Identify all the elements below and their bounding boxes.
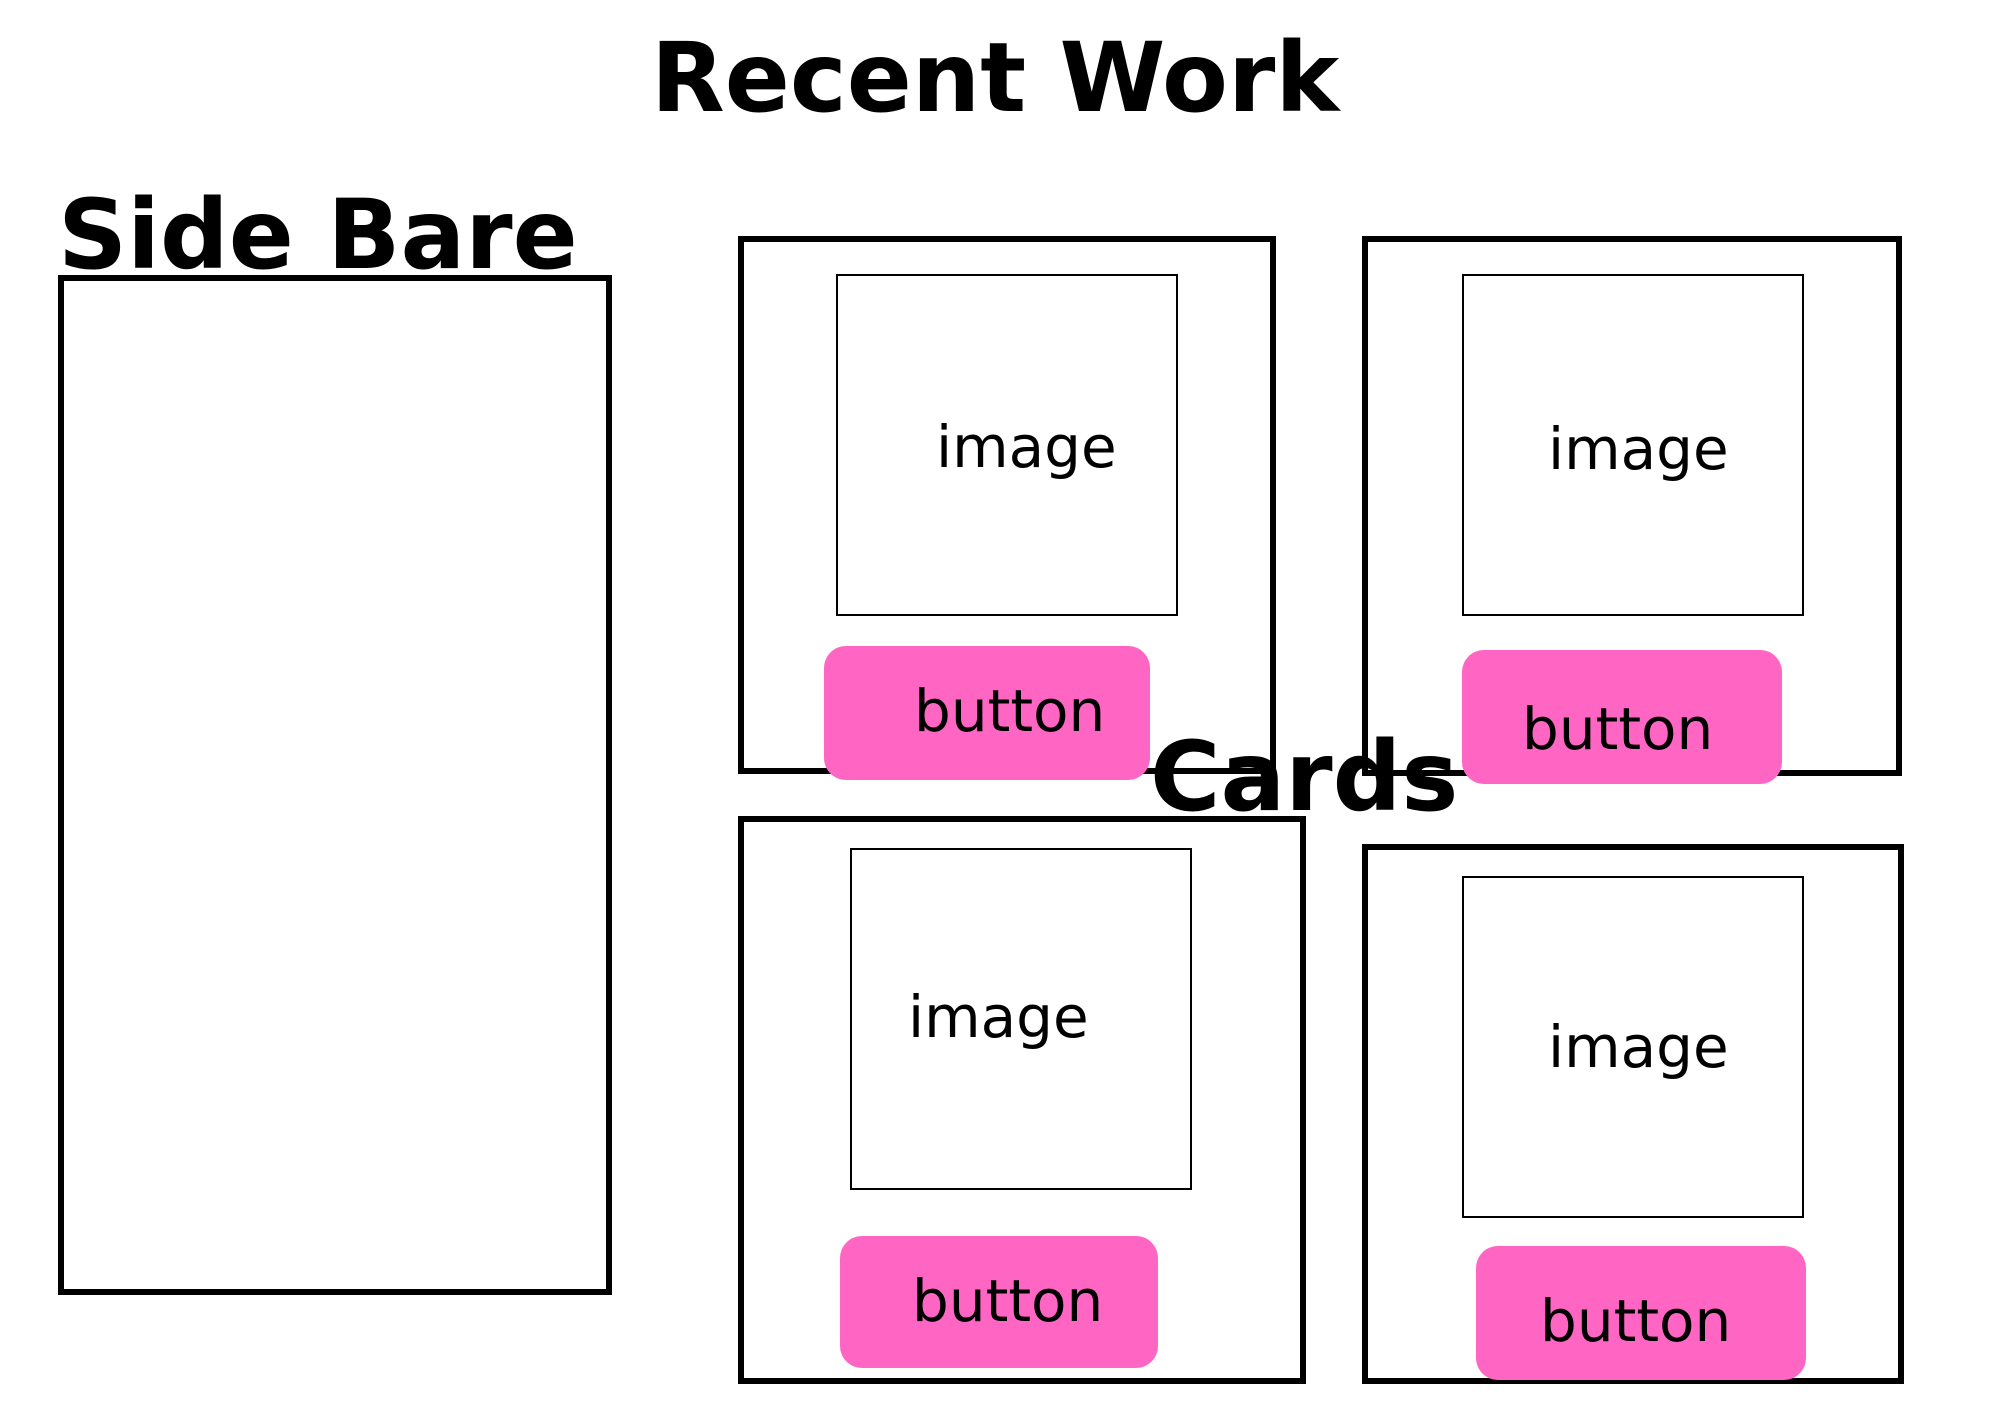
card-3-button-label[interactable]: button xyxy=(912,1267,1104,1335)
card-3: image button xyxy=(738,816,1306,1384)
card-4: image button xyxy=(1362,844,1904,1384)
card-4-button-label[interactable]: button xyxy=(1540,1287,1732,1355)
card-2: image button xyxy=(1362,236,1902,784)
sidebar xyxy=(58,275,612,1295)
card-3-button[interactable] xyxy=(840,1236,1158,1368)
card-4-image-label: image xyxy=(1548,1013,1729,1081)
card-2-image xyxy=(1462,274,1804,616)
page-title: Recent Work xyxy=(650,22,1340,134)
card-1-button-label[interactable]: button xyxy=(914,677,1106,745)
cards-section-label: Cards xyxy=(1150,721,1459,833)
card-1-button[interactable] xyxy=(824,646,1150,780)
card-4-image xyxy=(1462,876,1804,1218)
card-1-image xyxy=(836,274,1178,616)
card-3-image xyxy=(850,848,1192,1190)
card-2-button-label[interactable]: button xyxy=(1522,695,1714,763)
card-3-image-label: image xyxy=(908,983,1089,1051)
card-1: image button xyxy=(738,236,1276,780)
card-1-image-label: image xyxy=(936,413,1117,481)
card-2-button[interactable] xyxy=(1462,650,1782,784)
sidebar-label: Side Bare xyxy=(58,179,578,291)
card-2-image-label: image xyxy=(1548,415,1729,483)
card-4-button[interactable] xyxy=(1476,1246,1806,1380)
